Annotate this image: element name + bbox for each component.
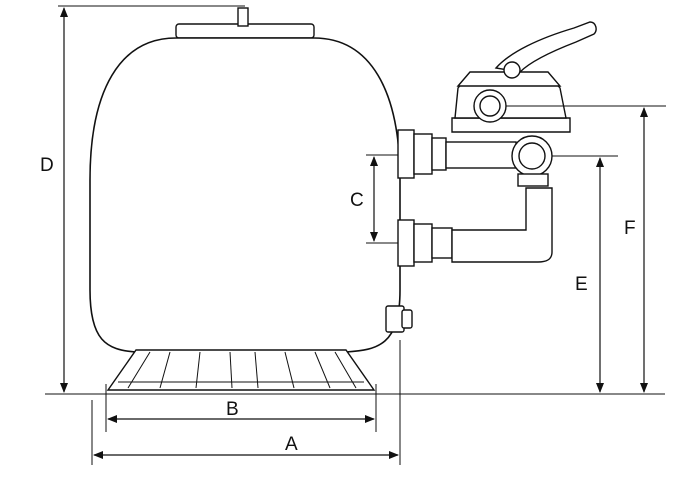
dimension-d: D [40, 5, 245, 393]
dimension-a: A [91, 340, 401, 465]
label-b: B [226, 399, 239, 420]
label-c: C [350, 190, 364, 211]
label-e: E [575, 274, 588, 295]
valve-handle [494, 21, 597, 73]
dimension-b: B [105, 384, 377, 432]
dimension-e: E [552, 155, 618, 393]
label-d: D [40, 155, 54, 176]
multiport-valve [451, 21, 597, 187]
dimension-f: F [506, 105, 666, 393]
lower-connection [397, 187, 553, 267]
filter-tank [89, 7, 413, 353]
tank-top-handle [237, 7, 249, 27]
tank-base [106, 349, 376, 391]
drain-plug [385, 305, 413, 333]
upper-connection [397, 129, 517, 179]
label-f: F [624, 218, 636, 239]
dimension-c: C [350, 154, 398, 244]
label-a: A [285, 434, 298, 455]
